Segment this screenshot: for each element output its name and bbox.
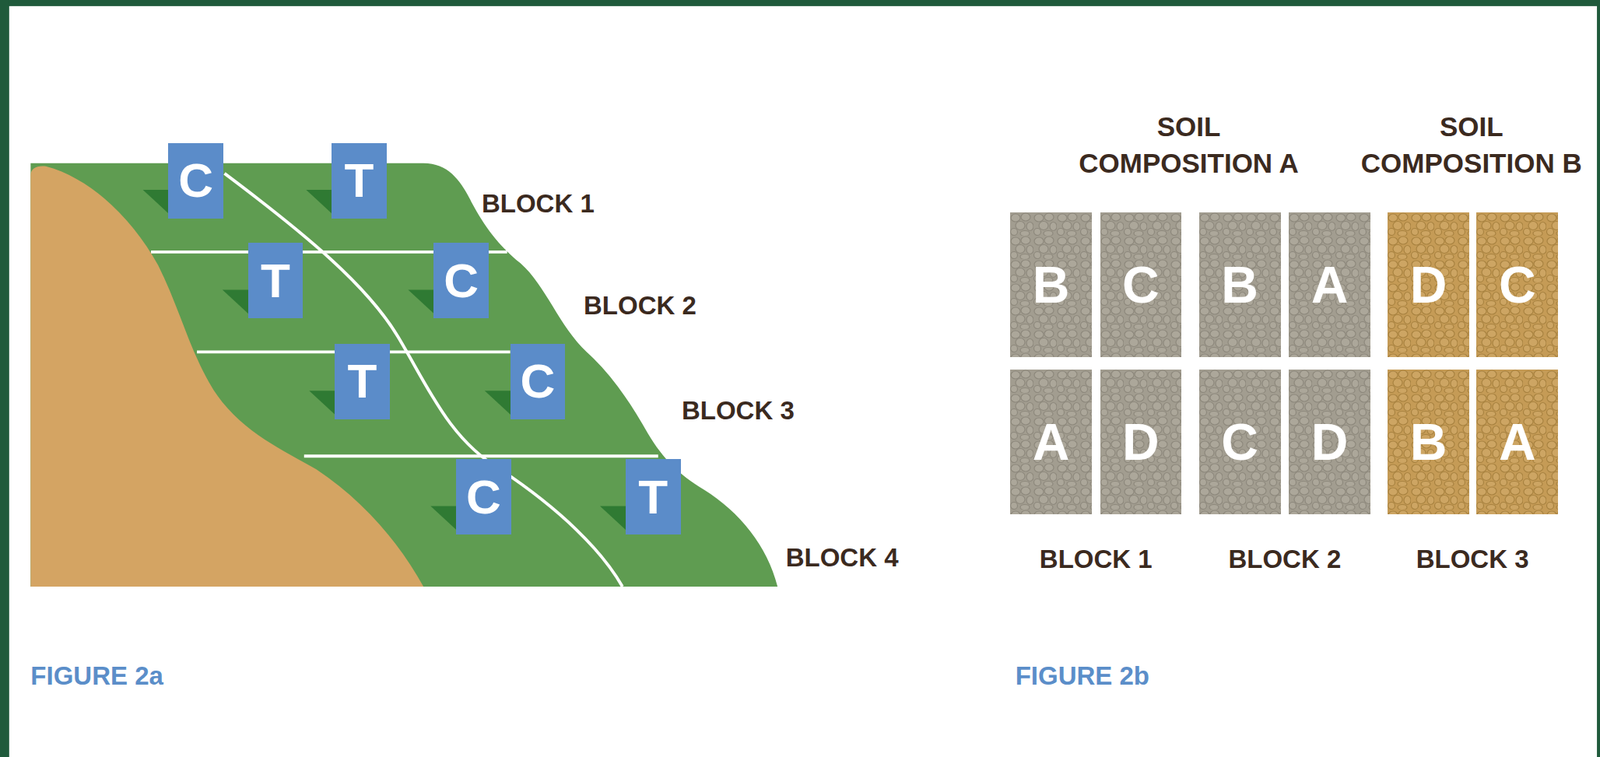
treatment-marker: C [433,242,489,319]
block-label: BLOCK 4 [785,540,899,576]
plot-letter: B [1410,416,1448,468]
soil-plot: D [1288,369,1371,515]
treatment-marker: C [510,343,566,420]
soil-heading: SOIL COMPOSITION B [1358,108,1585,183]
soil-texture-fill [1387,212,1470,358]
soil-plot: B [1199,212,1281,358]
soil-plot: A [1476,369,1558,515]
soil-plot: A [1288,212,1371,358]
block-label: BLOCK 1 [1039,541,1153,577]
figure-caption: FIGURE 2b [1015,659,1150,695]
plant-marker [484,390,512,415]
plot-divider [224,173,622,587]
treatment-marker: T [248,242,304,319]
plot-letter: T [260,256,291,306]
soil-plot: C [1199,369,1281,515]
soil-texture-fill [1288,212,1371,358]
soil-plot: D [1387,212,1470,358]
plot-letter: T [344,156,375,205]
block-label: BLOCK 3 [681,393,795,429]
plant-marker [222,289,250,314]
soil-texture-fill [1199,369,1281,515]
plot-letter: A [1311,259,1349,311]
frame-bar [0,0,10,757]
plot-letter: T [638,473,668,522]
plot-letter: T [347,357,378,406]
hill-slope [30,163,778,587]
soil-texture-fill [1476,369,1558,515]
plant-marker [305,189,333,215]
plant-marker [430,505,457,530]
plot-letter: D [1311,416,1349,468]
soil-heading: SOIL COMPOSITION A [1076,108,1302,183]
plot-letter: B [1221,259,1259,311]
hill-soil [30,165,424,587]
soil-texture-fill [1476,212,1558,358]
plot-letter: C [178,156,214,205]
soil-texture-fill [1387,369,1470,515]
treatment-marker: T [334,343,390,420]
soil-plot: B [1010,212,1092,358]
soil-plot: B [1387,369,1470,515]
block-label: BLOCK 2 [583,288,697,324]
treatment-marker: C [168,143,224,219]
plot-letter: C [443,256,479,306]
soil-texture-fill [1100,369,1183,515]
plot-letter: C [1221,416,1259,468]
block-label: BLOCK 1 [481,186,595,222]
plot-letter: A [1498,416,1537,468]
soil-texture-fill [1100,212,1183,358]
soil-plot: C [1100,212,1183,358]
treatment-marker: T [331,143,387,219]
soil-texture-fill [1010,212,1092,358]
block-label: BLOCK 2 [1228,541,1341,577]
plot-letter: C [1498,259,1537,311]
soil-texture-fill [1199,212,1281,358]
plant-marker [407,289,435,314]
plot-letter: C [520,357,556,406]
treatment-marker: T [625,459,681,535]
plot-letter: C [1122,259,1160,311]
plot-letter: D [1410,259,1448,311]
block-label: BLOCK 3 [1416,541,1530,577]
plant-marker [143,189,170,215]
plot-letter: D [1122,416,1160,468]
soil-plot: C [1476,212,1558,358]
treatment-marker: C [456,459,512,535]
soil-plot: A [1010,369,1092,515]
soil-texture-fill [1010,369,1092,515]
frame-bar [1596,0,1600,757]
plot-letter: C [466,473,502,522]
plant-marker [308,390,336,415]
plant-marker [600,505,627,530]
frame-bar [0,0,1600,7]
plot-letter: B [1032,259,1071,311]
soil-plot: D [1100,369,1183,515]
soil-texture-fill [1288,369,1371,515]
figure-caption: FIGURE 2a [30,659,164,695]
plot-letter: A [1032,416,1071,468]
